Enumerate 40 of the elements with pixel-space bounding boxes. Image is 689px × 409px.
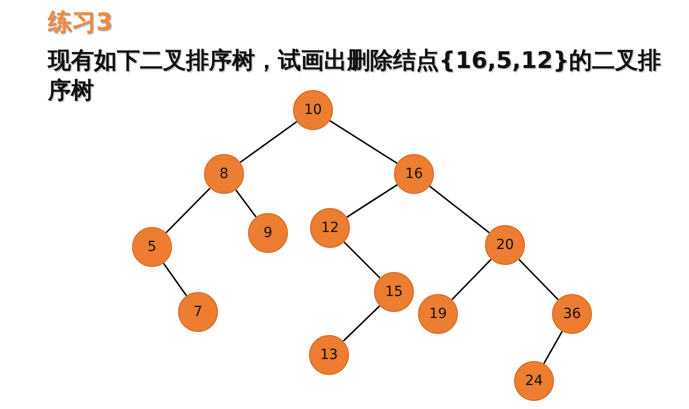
- tree-edge: [429, 186, 490, 234]
- node-value: 13: [320, 347, 338, 363]
- node-value: 36: [563, 306, 581, 322]
- tree-edge: [162, 262, 188, 296]
- exercise-title: 练习3: [48, 7, 113, 38]
- tree-edge: [344, 242, 380, 278]
- node-value: 5: [148, 239, 156, 255]
- tree-edge: [166, 188, 210, 234]
- tree-node-circle: [418, 294, 458, 334]
- tree-node-circle: [293, 90, 333, 130]
- tree-edge: [518, 258, 559, 300]
- tree-edge: [330, 120, 398, 164]
- node-value: 19: [429, 306, 447, 322]
- node-value: 12: [321, 220, 339, 236]
- tree-node-circle: [394, 154, 434, 194]
- tree-edge: [543, 331, 563, 364]
- tree-node-circle: [310, 208, 350, 248]
- tree-edge: [451, 258, 492, 300]
- tree-node-circle: [248, 213, 288, 253]
- tree-node-circle: [132, 227, 172, 267]
- tree-edge: [240, 121, 298, 163]
- question-text: 现有如下二叉排序树，试画出删除结点{16,5,12}的二叉排序树: [48, 47, 662, 104]
- tree-node-circle: [374, 272, 414, 312]
- node-value: 16: [405, 166, 423, 182]
- node-value: 20: [496, 237, 514, 253]
- node-value: 24: [525, 373, 543, 389]
- node-value: 7: [194, 304, 202, 320]
- node-value: 9: [264, 225, 272, 241]
- tree-node-circle: [552, 294, 592, 334]
- tree-node-circle: [178, 292, 218, 332]
- tree-edge: [346, 184, 398, 218]
- tree-node-circle: [485, 225, 525, 265]
- node-value: 8: [220, 166, 228, 182]
- node-value: 10: [304, 102, 322, 118]
- tree-node-circle: [514, 361, 554, 401]
- tree-edge: [342, 305, 380, 342]
- tree-node-circle: [204, 154, 244, 194]
- node-value: 15: [385, 284, 403, 300]
- tree-edge: [235, 190, 257, 218]
- tree-node-circle: [309, 335, 349, 375]
